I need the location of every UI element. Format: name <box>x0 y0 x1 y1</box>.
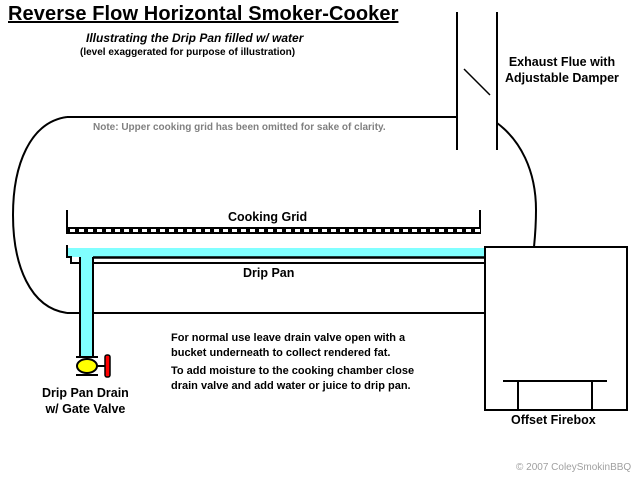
diagram-subnote: (level exaggerated for purpose of illust… <box>80 47 296 58</box>
exhaust-flue <box>456 12 498 150</box>
grid-slot <box>250 229 255 232</box>
chamber-left-endcap <box>11 116 68 314</box>
cooking-grid <box>66 210 481 234</box>
grid-slot <box>286 229 291 232</box>
grid-slot <box>466 229 471 232</box>
omitted-grid-note: Note: Upper cooking grid has been omitte… <box>93 122 386 133</box>
grid-slot <box>412 229 417 232</box>
grid-slot <box>178 229 183 232</box>
grid-slot <box>169 229 174 232</box>
grid-slot <box>241 229 246 232</box>
grid-slot <box>142 229 147 232</box>
grid-slot <box>475 229 480 232</box>
drip-pan-water <box>68 248 484 257</box>
grid-slot <box>232 229 237 232</box>
grid-slot <box>394 229 399 232</box>
grid-slot <box>367 229 372 232</box>
grid-slot <box>160 229 165 232</box>
grid-slot <box>385 229 390 232</box>
valve-handle[interactable] <box>104 354 111 378</box>
grid-slot <box>115 229 120 232</box>
grid-slot <box>187 229 192 232</box>
grid-slot <box>457 229 462 232</box>
grid-slot <box>196 229 201 232</box>
valve-body <box>76 358 98 374</box>
instruction-add-moisture: To add moisture to the cooking chamber c… <box>171 364 414 394</box>
grid-slot <box>349 229 354 232</box>
drain-valve-label-line2: w/ Gate Valve <box>45 402 126 416</box>
diagram-subtitle: Illustrating the Drip Pan filled w/ wate… <box>86 31 304 45</box>
drip-pan-label: Drip Pan <box>243 266 295 280</box>
grid-slot <box>403 229 408 232</box>
grid-slot <box>223 229 228 232</box>
drain-valve-label-line1: Drip Pan Drain <box>42 386 129 400</box>
instruction-normal-use: For normal use leave drain valve open wi… <box>171 331 405 361</box>
cooking-grid-label: Cooking Grid <box>228 210 308 224</box>
drain-valve-label: Drip Pan Drain w/ Gate Valve <box>42 385 129 417</box>
grid-slot <box>331 229 336 232</box>
exhaust-flue-label-line2: Adjustable Damper <box>505 71 619 85</box>
grid-slot <box>376 229 381 232</box>
grid-slot <box>259 229 264 232</box>
offset-firebox-label: Offset Firebox <box>511 413 596 427</box>
grid-slot <box>358 229 363 232</box>
grid-slot <box>106 229 111 232</box>
grid-band <box>67 227 480 234</box>
grid-slot <box>448 229 453 232</box>
damper[interactable] <box>463 68 491 96</box>
grid-slot <box>277 229 282 232</box>
gate-valve[interactable] <box>76 354 111 378</box>
drain-pipe-water <box>81 257 93 357</box>
drip-pan <box>66 245 485 357</box>
instruction-line: drain valve and add water or juice to dr… <box>171 380 411 392</box>
grid-slot <box>268 229 273 232</box>
grid-slot <box>313 229 318 232</box>
grid-slot <box>79 229 84 232</box>
grid-slot <box>340 229 345 232</box>
grid-slot <box>97 229 102 232</box>
grid-slot <box>214 229 219 232</box>
grid-slot <box>304 229 309 232</box>
instruction-line: For normal use leave drain valve open wi… <box>171 332 406 344</box>
drip-pan-left-step <box>67 256 80 264</box>
grid-slot <box>322 229 327 232</box>
grid-slot <box>124 229 129 232</box>
grid-slot <box>421 229 426 232</box>
offset-firebox <box>484 246 628 411</box>
instruction-line: To add moisture to the cooking chamber c… <box>171 365 415 377</box>
grid-slot <box>133 229 138 232</box>
diagram-title: Reverse Flow Horizontal Smoker-Cooker <box>8 3 399 25</box>
grid-slot <box>88 229 93 232</box>
grid-slot <box>430 229 435 232</box>
grid-slots <box>70 229 480 232</box>
firebox-outline <box>484 246 628 411</box>
grid-slot <box>295 229 300 232</box>
exhaust-flue-label-line1: Exhaust Flue with <box>508 55 616 69</box>
instruction-line: bucket underneath to collect rendered fa… <box>171 347 391 359</box>
grid-slot <box>205 229 210 232</box>
exhaust-flue-label: Exhaust Flue with Adjustable Damper <box>505 54 619 86</box>
grid-slot <box>439 229 444 232</box>
copyright-notice: © 2007 ColeySmokinBBQ <box>516 462 632 473</box>
grid-slot <box>151 229 156 232</box>
chamber-right-endcap <box>496 122 538 248</box>
cooking-chamber <box>11 116 538 314</box>
grid-slot <box>70 229 75 232</box>
